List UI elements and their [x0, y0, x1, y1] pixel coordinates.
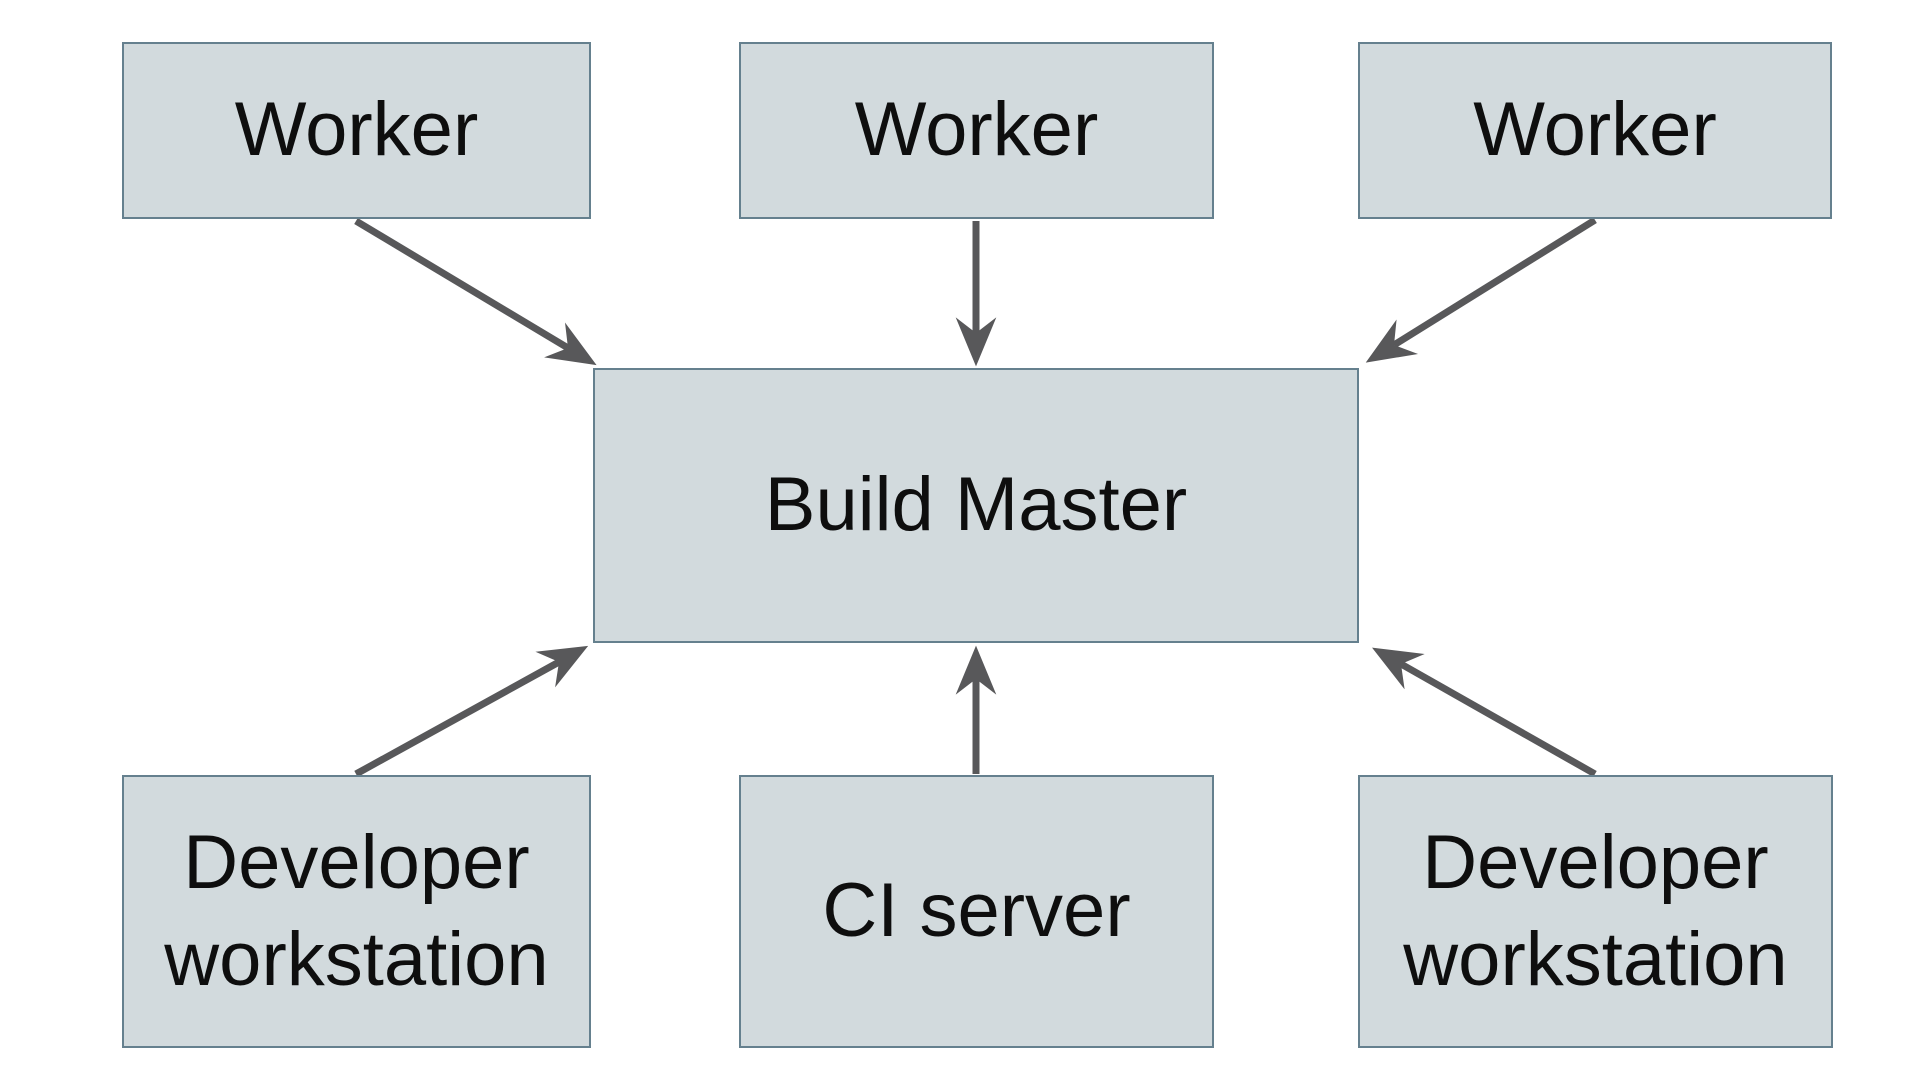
node-label: Developer workstation — [1403, 819, 1788, 1002]
node-worker-right: Worker — [1358, 42, 1832, 219]
node-label: CI server — [822, 868, 1131, 954]
node-label: Developer workstation — [164, 819, 549, 1002]
node-developer-workstation-left: Developer workstation — [122, 775, 591, 1048]
node-label: Build Master — [764, 462, 1188, 548]
node-label: Worker — [1473, 87, 1717, 173]
edge-developer-workstation-left-to-build-master — [354, 645, 589, 778]
edge-worker-right-to-build-master — [1365, 217, 1597, 363]
node-worker-left: Worker — [122, 42, 591, 219]
edge-worker-left-to-build-master — [354, 217, 597, 366]
node-label: Worker — [234, 87, 479, 173]
node-ci-server: CI server — [739, 775, 1214, 1048]
node-developer-workstation-right: Developer workstation — [1358, 775, 1833, 1048]
edge-developer-workstation-right-to-build-master — [1372, 647, 1597, 778]
node-label: Worker — [854, 87, 1099, 173]
node-build-master: Build Master — [593, 368, 1359, 643]
node-worker-middle: Worker — [739, 42, 1214, 219]
